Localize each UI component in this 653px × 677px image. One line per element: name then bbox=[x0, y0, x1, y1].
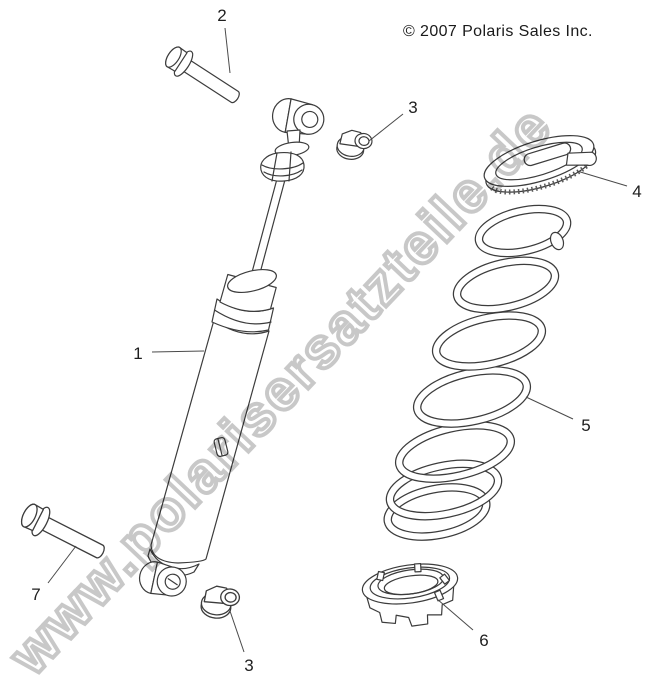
callout-4: 4 bbox=[632, 182, 641, 201]
leader-lines bbox=[47, 27, 628, 653]
spring-wire-end bbox=[549, 231, 565, 251]
lower-mount-bolt bbox=[20, 503, 105, 559]
coil-spring bbox=[383, 204, 572, 541]
shock-absorber bbox=[138, 98, 325, 597]
callout-5: 5 bbox=[581, 416, 590, 435]
callout-1: 1 bbox=[133, 344, 142, 363]
callout-3-upper: 3 bbox=[408, 98, 417, 117]
flange-nut-upper bbox=[336, 129, 373, 160]
copyright-text: © 2007 Polaris Sales Inc. bbox=[403, 23, 593, 40]
upper-mount-bolt bbox=[165, 46, 240, 104]
callout-2: 2 bbox=[217, 6, 226, 25]
callout-3-lower: 3 bbox=[244, 656, 253, 675]
callout-6: 6 bbox=[479, 631, 488, 650]
lower-spring-retainer bbox=[361, 563, 459, 627]
flange-nut-lower bbox=[200, 585, 241, 619]
upper-spring-retainer bbox=[483, 135, 597, 195]
callout-7: 7 bbox=[31, 585, 40, 604]
